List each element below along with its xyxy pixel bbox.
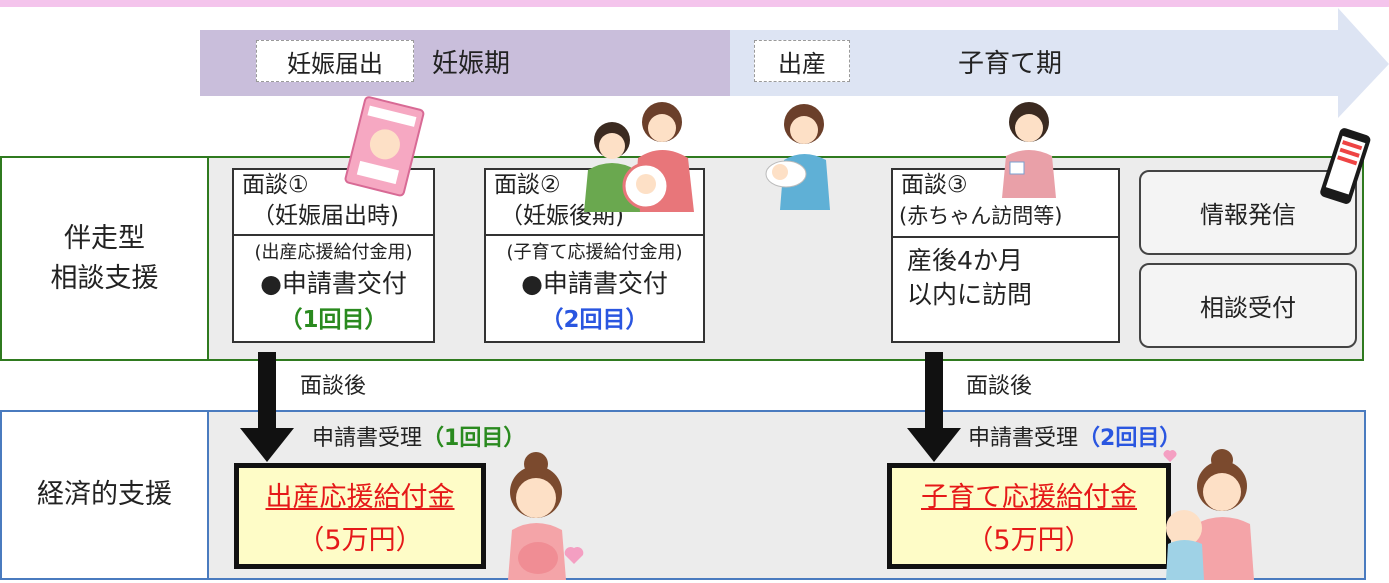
childcare-period-label: 子育て期 bbox=[958, 48, 1063, 79]
heart-icon bbox=[564, 546, 584, 564]
birth-benefit-amount: （5万円） bbox=[297, 525, 423, 556]
family-with-baby-icon bbox=[584, 102, 694, 212]
label-line1: 伴走型 bbox=[64, 222, 145, 254]
interview2-title: 面談② bbox=[494, 172, 561, 198]
childcare-benefit-name: 子育て応援給付金 bbox=[921, 482, 1137, 513]
economic-support-label: 経済的支援 bbox=[37, 479, 172, 510]
receipt-left: 申請書受理（1回目） bbox=[312, 420, 525, 452]
economic-support-panel bbox=[0, 410, 1366, 580]
nurse-holding-baby-icon bbox=[765, 104, 830, 210]
childcare-benefit-amount: （5万円） bbox=[966, 525, 1092, 556]
interview3-subtitle: (赤ちゃん訪問等) bbox=[899, 204, 1063, 228]
interview1-subtitle: （妊娠届出時) bbox=[252, 203, 399, 229]
interview1-title: 面談① bbox=[242, 172, 309, 198]
interview2-sub: (子育て応援給付金用) bbox=[506, 242, 683, 263]
interview1-action: ●申請書交付 bbox=[260, 269, 407, 298]
pregnant-woman-icon bbox=[508, 452, 584, 580]
interview3-title: 面談③ bbox=[901, 172, 968, 198]
companion-support-label: 伴走型 相談支援 bbox=[2, 158, 207, 359]
interview2-action: ●申請書交付 bbox=[521, 269, 668, 298]
birth-benefit-box: 出産応援給付金 （5万円） bbox=[234, 463, 486, 569]
health-worker-icon bbox=[1002, 102, 1056, 198]
interview3-detail-line1: 産後4か月 bbox=[907, 246, 1023, 275]
maternal-handbook-icon bbox=[344, 96, 425, 197]
interview2-count: （2回目） bbox=[540, 307, 649, 333]
receipt-right-count: （2回目） bbox=[1078, 426, 1182, 451]
label-line2: 相談支援 bbox=[50, 262, 159, 294]
pregnancy-period-label: 妊娠期 bbox=[432, 48, 511, 79]
down-arrow-right-tip bbox=[907, 410, 961, 462]
interview3-detail-line2: 以内に訪問 bbox=[907, 280, 1033, 309]
birth-box: 出産 bbox=[754, 40, 850, 82]
interview1-sub: (出産応援給付金用) bbox=[254, 242, 413, 263]
interview1-count: （1回目） bbox=[279, 307, 388, 333]
consultation-button[interactable]: 相談受付 bbox=[1139, 263, 1357, 348]
smartphone-icon bbox=[1320, 128, 1371, 204]
receipt-right-text: 申請書受理 bbox=[968, 426, 1079, 451]
receipt-left-text: 申請書受理 bbox=[312, 426, 423, 451]
receipt-right: 申請書受理（2回目） bbox=[968, 420, 1181, 452]
birth-benefit-name: 出産応援給付金 bbox=[265, 482, 455, 513]
interview1-card: 面談① （妊娠届出時) (出産応援給付金用) ●申請書交付 （1回目） bbox=[232, 168, 435, 343]
receipt-left-count: （1回目） bbox=[422, 426, 526, 451]
pregnancy-report-box: 妊娠届出 bbox=[256, 40, 414, 82]
after-interview-right: 面談後 bbox=[966, 374, 1033, 399]
mother-with-baby-icon bbox=[1163, 449, 1254, 580]
info-broadcast-button[interactable]: 情報発信 bbox=[1139, 170, 1357, 255]
childcare-benefit-box: 子育て応援給付金 （5万円） bbox=[887, 463, 1171, 569]
down-arrow-left-tip bbox=[240, 410, 294, 462]
top-accent-line bbox=[0, 0, 1389, 7]
after-interview-left: 面談後 bbox=[300, 374, 367, 399]
